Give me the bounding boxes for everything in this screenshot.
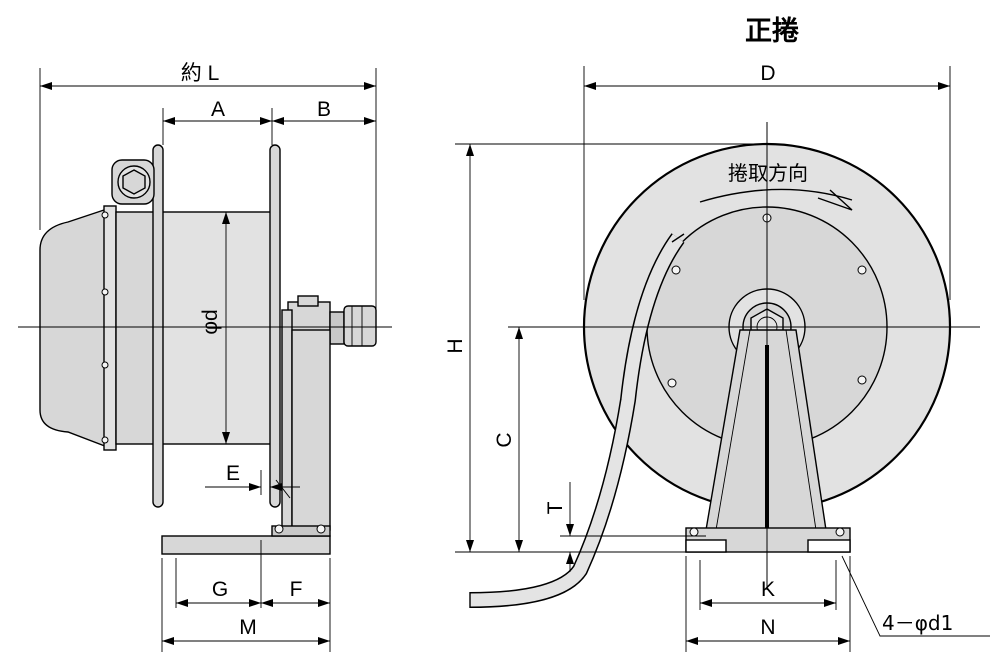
- label-f: F: [290, 578, 303, 601]
- label-k: K: [761, 578, 775, 601]
- label-h: H: [444, 338, 467, 353]
- label-t: T: [544, 501, 567, 514]
- winding-direction-label: 捲取方向: [728, 161, 808, 185]
- stand-plate: [281, 309, 293, 531]
- spring-housing: [39, 207, 111, 450]
- hose-fitting: [343, 305, 377, 347]
- label-drum-diameter: φd: [199, 309, 222, 334]
- label-e: E: [226, 462, 240, 485]
- front-view: 捲取方向 D H C T K N 4－φd1: [444, 62, 990, 652]
- housing-flange: [103, 205, 117, 451]
- label-d: D: [760, 62, 775, 85]
- base-mount: [271, 525, 331, 537]
- label-a: A: [211, 98, 225, 121]
- stand-leg: [291, 329, 331, 531]
- label-b: B: [317, 98, 331, 121]
- label-c: C: [493, 432, 516, 447]
- drum: [155, 211, 277, 445]
- drawing-title: 正捲: [745, 16, 799, 47]
- label-n: N: [760, 616, 775, 639]
- label-g: G: [212, 578, 228, 601]
- label-overall-length: 約 L: [181, 62, 220, 85]
- housing-ring: [115, 211, 157, 445]
- left-flange: [152, 144, 164, 508]
- base-plate: [161, 535, 331, 555]
- label-m: M: [239, 616, 257, 639]
- swivel-cap: [297, 295, 319, 307]
- top-nut-hex: [122, 169, 146, 195]
- side-view: 約 L A B φd E G F M: [18, 62, 392, 652]
- swivel-nut: [329, 311, 345, 345]
- right-flange: [269, 144, 281, 508]
- label-mounting-holes: 4－φd1: [882, 611, 953, 635]
